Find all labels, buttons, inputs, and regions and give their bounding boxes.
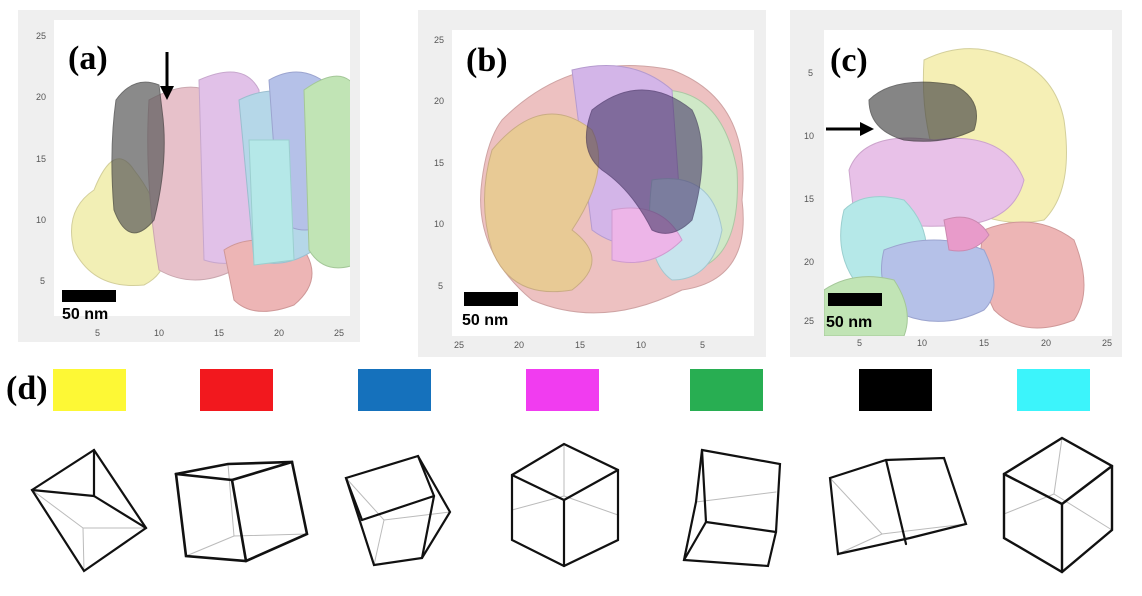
- panel-c: (c) 5 10 15 20 25 5 10 15 20 25 50 nm: [790, 10, 1122, 357]
- panel-a-arrow: [160, 52, 174, 100]
- panel-a-y-tick: 20: [36, 92, 47, 102]
- panel-a-x-tick: 20: [274, 328, 285, 338]
- color-swatch-green: [690, 369, 763, 411]
- color-swatch-magenta: [526, 369, 599, 411]
- panel-c-y-tick: 10: [804, 131, 815, 141]
- panel-c-scale-label: 50 nm: [826, 314, 873, 331]
- panel-c-x-tick: 25: [1102, 338, 1113, 348]
- panel-b-x-tick: 25: [454, 340, 465, 350]
- panel-c-plot-area: [824, 30, 1112, 336]
- panel-c-y-tick: 15: [804, 194, 815, 204]
- panel-b-x-tick: 5: [700, 340, 706, 350]
- panel-c-label: (c): [830, 42, 868, 79]
- color-swatch-yellow: [53, 369, 126, 411]
- panel-c-x-tick: 20: [1041, 338, 1052, 348]
- panel-a-scale-bar: [62, 290, 116, 302]
- panel-b-y-tick: 25: [434, 35, 445, 45]
- panel-b-x-tick: 15: [575, 340, 586, 350]
- panel-a-y-tick: 15: [36, 154, 47, 164]
- panel-c-x-tick: 5: [857, 338, 863, 348]
- panel-b-3d-render: [480, 65, 744, 314]
- panel-b-scale-label: 50 nm: [462, 312, 509, 329]
- panel-b-y-tick: 15: [434, 158, 445, 168]
- panel-a-scale-label: 50 nm: [62, 306, 109, 323]
- panel-b-plot-area: [452, 30, 754, 336]
- orientation-cube-red: [174, 460, 309, 563]
- color-swatch-red: [200, 369, 273, 411]
- panel-a-x-tick: 10: [154, 328, 165, 338]
- panel-c-y-tick: 25: [804, 316, 815, 326]
- panel-b-x-tick: 20: [514, 340, 525, 350]
- panel-c-x-tick: 10: [917, 338, 928, 348]
- color-swatch-black: [859, 369, 932, 411]
- panel-b-y-tick: 5: [438, 281, 444, 291]
- panel-c-scale-bar: [828, 293, 882, 306]
- legend-label: (d): [6, 370, 48, 407]
- panel-c-x-tick: 15: [979, 338, 990, 348]
- panel-b-y-tick: 20: [434, 96, 445, 106]
- panel-b-y-tick: 10: [434, 219, 445, 229]
- orientation-cube-blue: [344, 454, 452, 567]
- orientation-cube-cyan: [1002, 436, 1114, 574]
- panel-a-label: (a): [68, 40, 108, 77]
- panel-a-y-tick: 25: [36, 31, 47, 41]
- orientation-cube-black: [828, 456, 968, 556]
- orientation-cube-magenta: [510, 442, 620, 568]
- panel-a: (a) 25 20 15 10 5 5 10 15 20 25 50 nm: [18, 10, 360, 342]
- color-swatch-cyan: [1017, 369, 1090, 411]
- panel-c-3d-render: [824, 48, 1085, 336]
- panel-c-y-tick: 20: [804, 257, 815, 267]
- panel-b-label: (b): [466, 42, 508, 79]
- panel-a-x-tick: 25: [334, 328, 345, 338]
- panel-a-y-tick: 10: [36, 215, 47, 225]
- panel-a-x-tick: 5: [95, 328, 101, 338]
- orientation-cube-yellow: [30, 448, 148, 573]
- orientation-cube-green: [682, 448, 782, 568]
- panel-a-x-tick: 15: [214, 328, 225, 338]
- color-swatch-blue: [358, 369, 431, 411]
- panel-b: (b) 25 20 15 10 5 25 20 15 10 5 50 nm: [418, 10, 766, 357]
- panel-c-y-tick: 5: [808, 68, 814, 78]
- panel-a-y-tick: 5: [40, 276, 46, 286]
- panel-a-plot-area: [54, 20, 350, 316]
- panel-c-arrow: [826, 122, 874, 136]
- panel-a-3d-render: [71, 71, 350, 312]
- panel-b-scale-bar: [464, 292, 518, 306]
- panel-b-x-tick: 10: [636, 340, 647, 350]
